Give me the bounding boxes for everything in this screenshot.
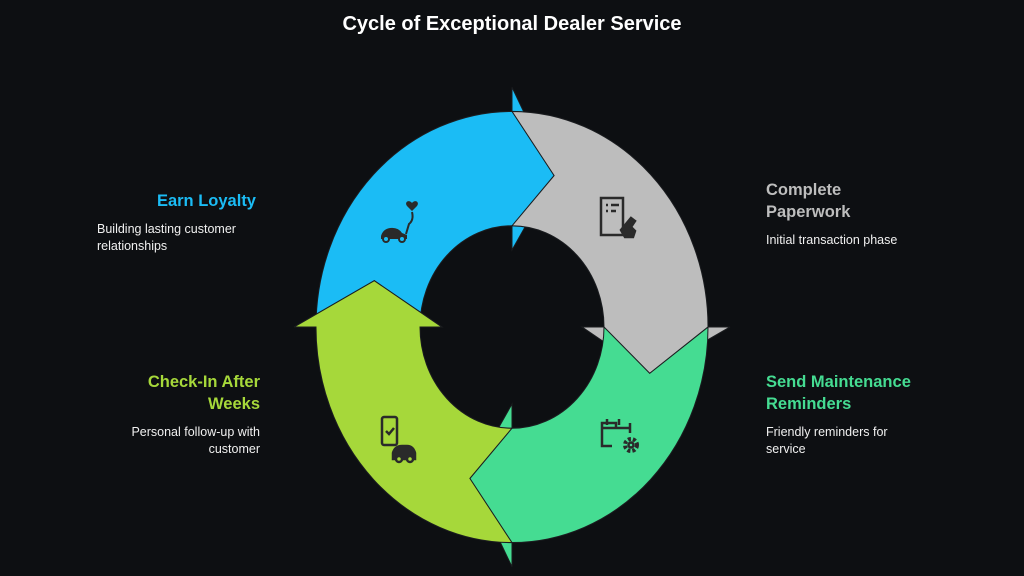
step-heading: Send Maintenance (766, 373, 911, 391)
step-earn-loyalty: Earn Loyalty Building lasting customer re… (90, 190, 256, 255)
arrow-check-in-after-weeks (293, 280, 514, 544)
step-heading: Complete (766, 181, 842, 199)
step-heading: Earn Loyalty (156, 192, 256, 210)
car-heart-icon (381, 201, 418, 243)
arrow-send-maintenance-reminders (469, 325, 709, 568)
arrow-complete-paperwork (510, 110, 731, 374)
step-desc: Building lasting customer (97, 222, 236, 236)
step-heading: Reminders (766, 395, 852, 413)
step-complete-paperwork: Complete Paperwork Initial transaction p… (766, 179, 946, 249)
phone-check-car-icon (380, 415, 417, 464)
calendar-gear-icon (600, 419, 639, 453)
arrow-earn-loyalty (315, 86, 555, 329)
step-check-in-after-weeks: Check-In After Weeks Personal follow-up … (90, 371, 260, 458)
document-sign-icon (599, 196, 637, 239)
step-heading: Weeks (208, 395, 260, 413)
step-desc: relationships (97, 239, 168, 253)
step-send-maintenance-reminders: Send Maintenance Reminders Friendly remi… (766, 371, 946, 458)
step-heading: Check-In After (147, 373, 260, 391)
step-heading: Paperwork (766, 203, 851, 221)
step-desc: Friendly reminders for (766, 425, 888, 439)
step-desc: service (766, 442, 806, 456)
step-desc: customer (208, 442, 260, 456)
step-desc: Personal follow-up with (131, 425, 260, 439)
diagram-title: Cycle of Exceptional Dealer Service (342, 13, 682, 35)
step-desc: Initial transaction phase (766, 233, 898, 247)
